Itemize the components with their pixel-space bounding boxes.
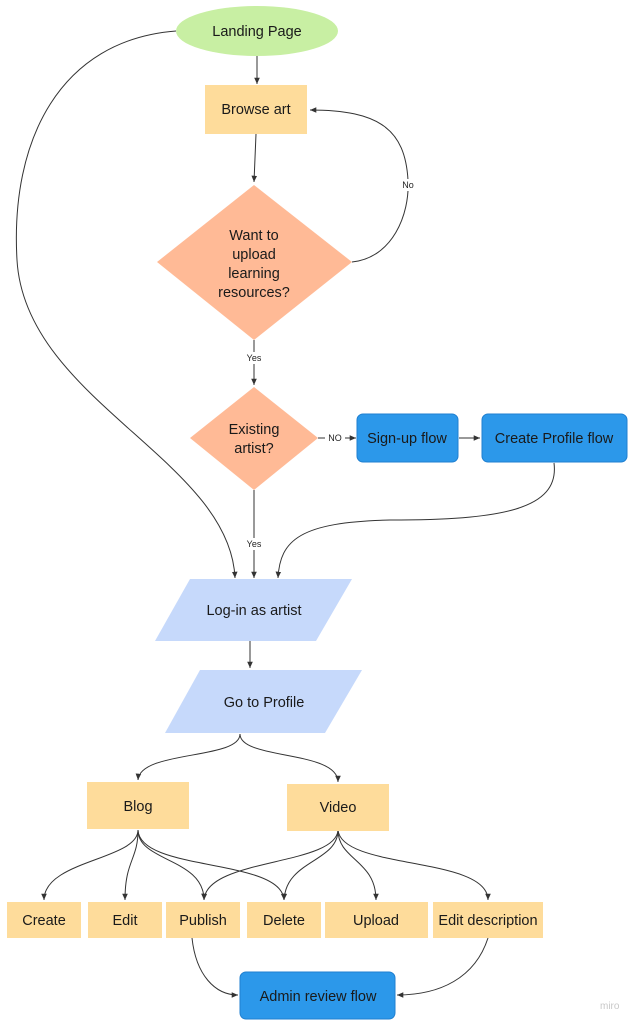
node-landing-page[interactable]: Landing Page <box>176 6 338 56</box>
node-delete[interactable]: Delete <box>247 902 321 938</box>
edge-label-no-artist: NO <box>328 433 342 443</box>
edges <box>15 30 555 998</box>
edge-goprofile-to-blog <box>135 733 241 781</box>
edge-label-yes-artist: Yes <box>247 539 262 549</box>
node-blog-label: Blog <box>123 799 152 815</box>
edge-browse-to-upload-decision <box>251 133 258 183</box>
node-artist-decision-line-2: artist? <box>234 441 274 457</box>
node-edit-label: Edit <box>113 913 138 929</box>
node-edit-description[interactable]: Edit description <box>433 902 543 938</box>
node-signup-flow[interactable]: Sign-up flow <box>356 413 459 463</box>
node-video-label: Video <box>320 800 357 816</box>
edge-label-yes-upload: Yes <box>247 353 262 363</box>
node-create-profile-flow[interactable]: Create Profile flow <box>481 413 628 463</box>
node-upload-decision-line-2: upload <box>232 247 276 263</box>
node-publish-label: Publish <box>179 913 227 929</box>
edge-video-to-edit-description <box>337 829 491 901</box>
node-edit-description-label: Edit description <box>438 913 537 929</box>
node-upload-decision[interactable]: Want to upload learning resources? <box>157 185 352 340</box>
node-video[interactable]: Video <box>287 784 389 831</box>
node-signup-flow-label: Sign-up flow <box>367 431 447 447</box>
edge-video-to-delete <box>281 829 339 901</box>
edge-video-to-upload <box>337 829 379 901</box>
edge-blog-to-delete <box>137 829 287 901</box>
node-go-to-profile-label: Go to Profile <box>224 695 305 711</box>
node-admin-review-flow-label: Admin review flow <box>260 989 377 1005</box>
node-landing-page-label: Landing Page <box>212 24 302 40</box>
node-upload-decision-line-4: resources? <box>218 285 290 301</box>
node-admin-review-flow[interactable]: Admin review flow <box>239 971 396 1020</box>
edge-video-to-publish <box>201 829 339 901</box>
edge-labels: No Yes NO Yes <box>243 179 416 550</box>
node-login-artist-label: Log-in as artist <box>206 603 301 619</box>
edge-publish-to-admin <box>191 937 239 998</box>
node-blog[interactable]: Blog <box>87 782 189 829</box>
edge-editdesc-to-admin <box>396 937 489 998</box>
node-delete-label: Delete <box>263 913 305 929</box>
node-go-to-profile[interactable]: Go to Profile <box>165 670 362 733</box>
node-browse-art[interactable]: Browse art <box>205 85 307 134</box>
node-edit[interactable]: Edit <box>88 902 162 938</box>
node-artist-decision-line-1: Existing <box>229 422 280 438</box>
node-login-artist[interactable]: Log-in as artist <box>155 579 352 641</box>
edge-no-loop <box>309 107 409 263</box>
node-upload[interactable]: Upload <box>325 902 428 938</box>
edge-blog-to-edit <box>122 829 139 901</box>
node-create[interactable]: Create <box>7 902 81 938</box>
node-upload-label: Upload <box>353 913 399 929</box>
node-upload-decision-line-1: Want to <box>229 228 278 244</box>
edge-landing-to-login <box>15 30 238 579</box>
node-create-label: Create <box>22 913 66 929</box>
edge-blog-to-create <box>41 829 139 901</box>
edge-label-no: No <box>402 180 414 190</box>
edge-goprofile-to-video <box>239 733 341 783</box>
miro-watermark: miro <box>600 1001 620 1012</box>
node-upload-decision-line-3: learning <box>228 266 280 282</box>
edge-profile-to-login <box>275 462 555 579</box>
node-browse-art-label: Browse art <box>221 102 290 118</box>
node-create-profile-flow-label: Create Profile flow <box>495 431 614 447</box>
node-publish[interactable]: Publish <box>166 902 240 938</box>
node-artist-decision[interactable]: Existing artist? <box>190 387 318 490</box>
edge-blog-to-publish <box>137 829 207 901</box>
